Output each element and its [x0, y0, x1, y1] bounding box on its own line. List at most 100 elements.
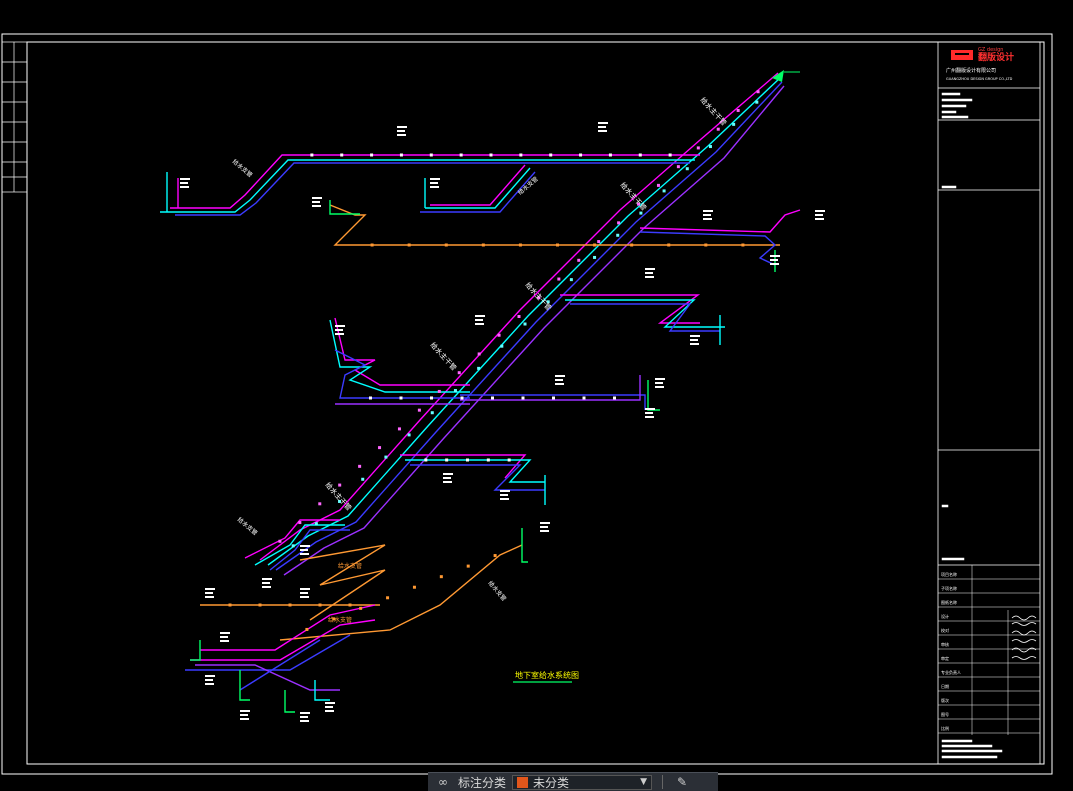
title-block-row-label: 专业负责人: [941, 669, 961, 675]
pipe-marker: [439, 575, 443, 579]
pipe-marker: [755, 100, 759, 104]
title-block-row-label: 日期: [941, 683, 949, 689]
main-riser-blue: [275, 81, 783, 571]
branch-left-mid-blue: [334, 349, 470, 399]
annotation-category-label: 标注分类: [458, 775, 507, 790]
pipe-marker: [466, 564, 470, 568]
pipe-marker: [445, 458, 449, 462]
pipe-marker: [459, 153, 463, 157]
valve-tag: [645, 268, 655, 278]
valve-tag: [325, 702, 335, 712]
pipe-marker: [489, 153, 493, 157]
pipe-marker: [556, 243, 559, 247]
pipe-marker: [486, 458, 490, 462]
pipe-marker: [407, 433, 411, 437]
pipe-marker: [429, 153, 433, 157]
logo-tag: GZ design: [978, 47, 1003, 53]
valve-tag: [262, 578, 272, 588]
pipe-marker: [361, 477, 365, 481]
category-dropdown[interactable]: 未分类 ▼: [512, 774, 653, 790]
pipe-marker: [497, 333, 501, 337]
main-riser-label: 给水主干管: [429, 340, 459, 372]
pipe-marker: [552, 396, 555, 400]
branch-lower-blue: [410, 464, 545, 491]
pipe-marker: [517, 315, 521, 318]
chevron-down-icon: ▼: [640, 777, 648, 787]
branch-right-mid-cyan: [565, 299, 725, 328]
pipe-marker: [466, 458, 469, 462]
pipe-marker: [460, 396, 464, 400]
valve-tag: [205, 588, 215, 598]
pipe-marker: [378, 446, 382, 450]
pipe-marker: [430, 411, 434, 415]
valve-tag: [770, 255, 780, 265]
branch-label: 给水支管: [231, 157, 255, 179]
title-block-row-label: 比例: [941, 725, 949, 731]
pipe-marker: [453, 389, 457, 393]
pipe-marker: [741, 243, 745, 247]
inner-frame: [26, 41, 1045, 765]
pipe-marker: [579, 153, 583, 157]
title-block-row-label: 审核: [941, 641, 949, 647]
link-icon[interactable]: ∞: [438, 775, 448, 789]
company-name-en: GUANGZHOU DESIGN GROUP CO.,LTD: [946, 77, 1013, 81]
pipe-marker: [348, 603, 352, 607]
pipe-marker: [546, 300, 550, 304]
valve-tag: [397, 126, 407, 136]
pipe-marker: [397, 427, 401, 431]
pipe-marker: [708, 145, 712, 149]
pipe-marker: [340, 153, 344, 157]
left-margin-table: [1, 41, 28, 193]
pipe-marker: [318, 603, 322, 607]
pipe-marker: [662, 189, 666, 193]
branch-right-long-purple: [460, 375, 641, 401]
pipe-marker: [639, 211, 643, 215]
valve-tag: [690, 335, 700, 345]
pipe-marker: [291, 544, 295, 548]
valve-tag: [598, 122, 608, 132]
bottom-blue-2: [239, 639, 321, 691]
title-block-row-label: 图纸名称: [941, 599, 957, 605]
bottom-green-2: [284, 690, 295, 713]
plumbing-diagram: [160, 72, 801, 713]
pipe-marker: [685, 167, 689, 171]
pipe-marker: [668, 153, 672, 157]
pipe-marker: [557, 277, 561, 281]
edit-icon[interactable]: ✎: [676, 775, 688, 789]
title-block-row-label: 子项名称: [941, 585, 957, 591]
valve-tag: [500, 490, 510, 500]
pipe-marker: [638, 153, 642, 157]
bottom-purple-1: [195, 664, 340, 691]
valve-tag: [220, 632, 230, 642]
branch-left-mid-magenta: [334, 317, 470, 386]
pipe-markers: [228, 90, 760, 631]
pipe-marker: [613, 396, 616, 400]
pipe-marker: [582, 396, 586, 400]
pipe-marker: [399, 153, 403, 157]
pipe-marker: [417, 408, 421, 412]
signatures: [1011, 615, 1037, 660]
branch-right-upper-magenta: [639, 209, 801, 233]
pipe-marker: [370, 243, 374, 247]
pipe-marker: [444, 243, 448, 247]
title-block-row-label: 校对: [941, 627, 949, 633]
branch-label: 给水支管: [516, 175, 540, 197]
pipe-marker: [704, 243, 708, 247]
pipe-marker: [617, 221, 621, 225]
pipe-marker: [384, 455, 388, 459]
pipe-marker: [359, 606, 363, 610]
pipe-marker: [358, 464, 362, 468]
riser-arrow-head: [772, 70, 784, 82]
title-block-row-label: 图号: [941, 711, 949, 717]
pipe-marker: [412, 585, 416, 589]
pipe-marker: [549, 153, 553, 157]
valve-tag: [645, 408, 655, 418]
pipe-marker: [637, 202, 641, 206]
branch-left-mid-cyan: [329, 319, 470, 393]
company-name-cn: 广州翻版设计有限公司: [946, 67, 996, 74]
orange-lower-long: [279, 544, 523, 641]
pipe-marker: [676, 165, 680, 169]
pipe-marker: [593, 243, 597, 247]
pipe-marker: [507, 458, 511, 462]
